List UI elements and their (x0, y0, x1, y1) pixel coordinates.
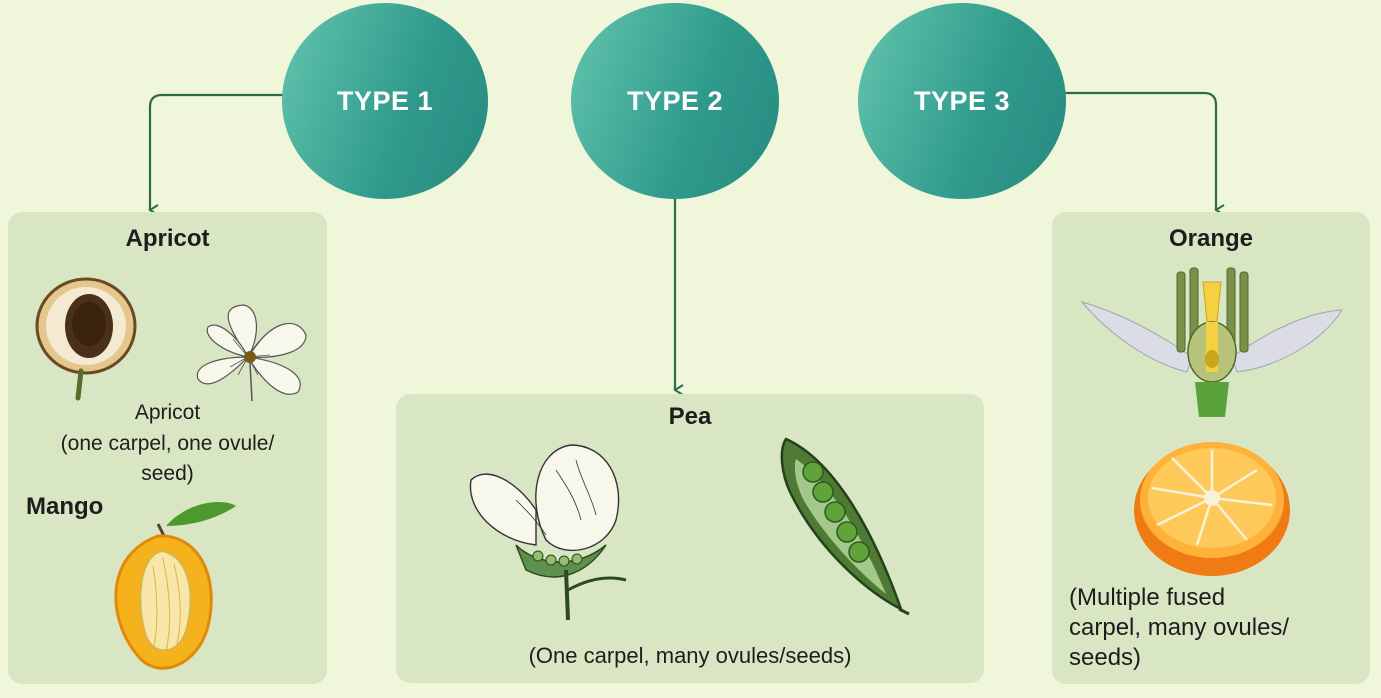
panel-title-pea: Pea (396, 403, 984, 431)
mango-fruit-illustration (98, 496, 248, 681)
connector-type3 (1064, 93, 1216, 210)
apricot-caption-line3: seed) (8, 460, 327, 488)
type-3-label: TYPE 3 (914, 86, 1010, 117)
pea-caption: (One carpel, many ovules/seeds) (396, 642, 984, 670)
pea-pod-illustration (771, 434, 921, 619)
pea-flower-illustration (456, 440, 646, 625)
apricot-caption-line1: Apricot (8, 399, 327, 427)
type-1-circle: TYPE 1 (282, 3, 488, 199)
connector-type1 (150, 95, 284, 210)
orange-fruit-illustration (1127, 430, 1297, 580)
orange-flower-illustration (1077, 262, 1347, 422)
mango-subtitle: Mango (26, 493, 103, 521)
type-2-circle: TYPE 2 (571, 3, 779, 199)
apricot-caption-line2: (one carpel, one ovule/ (8, 430, 327, 458)
panel-title-orange: Orange (1052, 225, 1370, 253)
orange-caption-line2: carpel, many ovules/ (1069, 613, 1289, 643)
apricot-fruit-illustration (34, 276, 144, 406)
type-2-panel: Pea (396, 394, 984, 683)
orange-caption-line3: seeds) (1069, 643, 1141, 673)
apricot-flower-illustration (188, 297, 323, 402)
type-3-circle: TYPE 3 (858, 3, 1066, 199)
type-1-panel: Apricot Aprico (8, 212, 327, 684)
orange-caption-line1: (Multiple fused (1069, 583, 1225, 613)
type-3-panel: Orange (1052, 212, 1370, 684)
type-2-label: TYPE 2 (627, 86, 723, 117)
type-1-label: TYPE 1 (337, 86, 433, 117)
panel-title-apricot: Apricot (8, 225, 327, 253)
